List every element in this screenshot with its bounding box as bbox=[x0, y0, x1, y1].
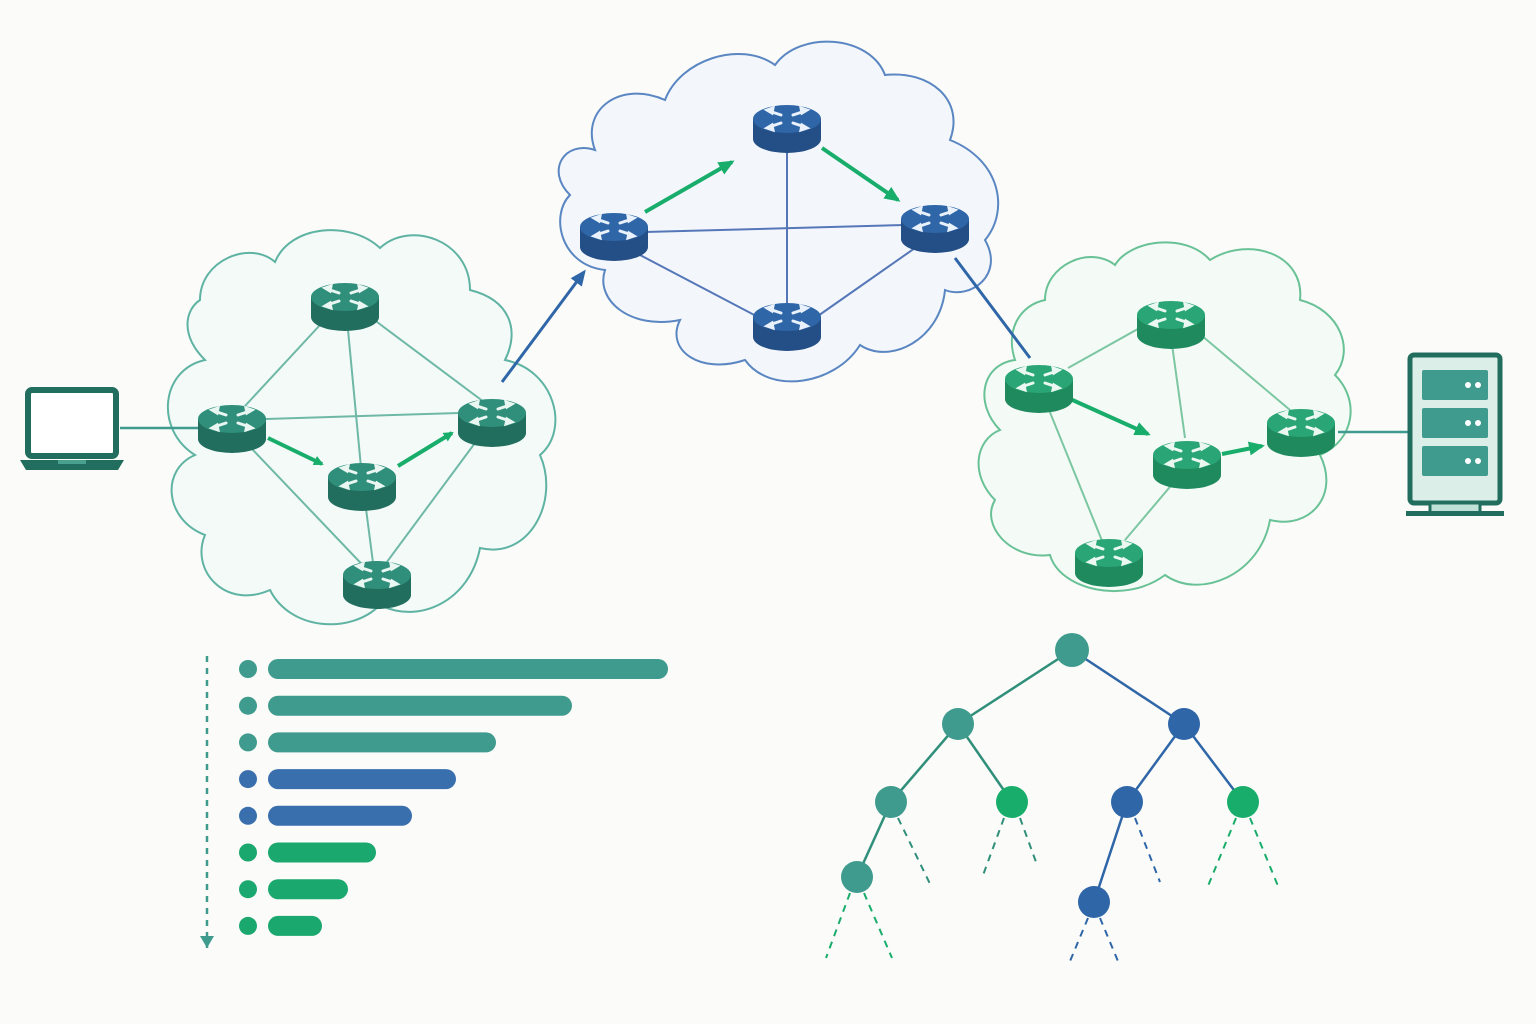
priority-bars bbox=[200, 656, 668, 948]
router-icon bbox=[578, 211, 650, 263]
priority-bar bbox=[268, 915, 322, 936]
priority-bar bbox=[268, 659, 668, 679]
router-icon bbox=[326, 461, 398, 513]
left-cloud-path-arrows bbox=[267, 431, 454, 468]
search-tree bbox=[825, 633, 1279, 967]
router-icon bbox=[309, 281, 381, 333]
priority-dot bbox=[239, 733, 257, 752]
priority-dot bbox=[239, 916, 257, 935]
cloud-center bbox=[557, 40, 1000, 383]
priority-bar bbox=[268, 769, 456, 790]
center-cloud-links bbox=[639, 140, 916, 319]
tree-node-l2b bbox=[996, 786, 1028, 818]
tree-edges bbox=[855, 648, 1244, 903]
router-icon bbox=[196, 403, 268, 455]
router-icon bbox=[1151, 439, 1223, 491]
tree-dashed-edges bbox=[825, 817, 1279, 967]
tree-nodes bbox=[841, 633, 1259, 918]
priority-bar bbox=[268, 695, 572, 716]
right-cloud-path-arrows bbox=[1067, 396, 1265, 456]
priority-dot bbox=[239, 770, 257, 789]
tree-node-r1 bbox=[1168, 708, 1200, 740]
laptop-icon bbox=[20, 387, 124, 470]
center-cloud-path-arrows bbox=[644, 146, 901, 214]
router-icon bbox=[341, 559, 413, 611]
priority-bar bbox=[268, 805, 412, 826]
priority-dot bbox=[239, 806, 257, 825]
priority-dot bbox=[239, 696, 257, 715]
router-icon bbox=[1073, 537, 1145, 589]
priority-dot bbox=[239, 660, 257, 678]
cloud-right bbox=[977, 241, 1352, 593]
tree-node-l2a bbox=[875, 786, 907, 818]
tree-node-r2a bbox=[1111, 786, 1143, 818]
cloud-left bbox=[166, 229, 557, 626]
server-rack-icon bbox=[1406, 352, 1504, 516]
router-icon bbox=[751, 103, 823, 155]
inter-cloud-link-center-right bbox=[953, 257, 1032, 359]
router-icon bbox=[456, 397, 528, 449]
router-icon bbox=[1003, 363, 1075, 415]
priority-dot bbox=[239, 843, 257, 862]
priority-dot bbox=[239, 880, 257, 899]
tree-node-root bbox=[1055, 633, 1089, 667]
inter-cloud-link-left-center bbox=[500, 269, 586, 383]
tree-node-r2b bbox=[1227, 786, 1259, 818]
tree-node-l1 bbox=[942, 708, 974, 740]
router-icon bbox=[1265, 407, 1337, 459]
priority-bar bbox=[268, 879, 348, 900]
tree-node-l3 bbox=[841, 861, 873, 893]
priority-bar bbox=[268, 732, 496, 753]
router-icon bbox=[1135, 299, 1207, 351]
tree-node-r3 bbox=[1078, 886, 1110, 918]
priority-bar bbox=[268, 842, 376, 863]
router-icon bbox=[899, 203, 971, 255]
router-icon bbox=[751, 301, 823, 353]
